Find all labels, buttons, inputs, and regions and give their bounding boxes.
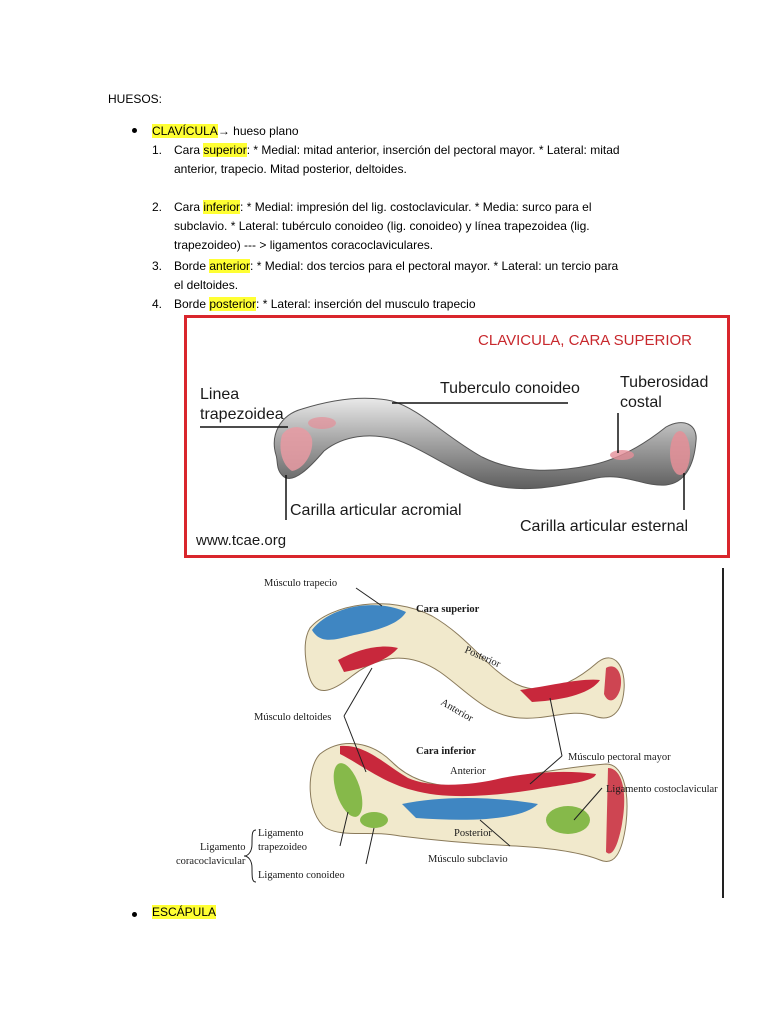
leader-line <box>479 819 511 847</box>
website-label: www.tcae.org <box>195 532 286 549</box>
item-3-line-1: Borde anterior: * Medial: dos tercios pa… <box>174 258 618 274</box>
trapezoid-ligament-area <box>333 763 363 817</box>
label-posterior-bottom: Posterior <box>454 828 492 839</box>
label-tuberculo-conoideo: Tuberculo conoideo <box>440 380 580 397</box>
item-2-line-1: Cara inferior: * Medial: impresión del l… <box>174 199 592 215</box>
pectoral-insertion-lower <box>340 745 596 797</box>
end-surface-lower <box>606 768 625 854</box>
label-anterior-top: Anterior <box>439 697 476 725</box>
label-ligamento-trapezoideo-2: trapezoideo <box>258 842 307 853</box>
label-musculo-trapecio: Músculo trapecio <box>264 578 337 589</box>
pectoral-insertion-upper <box>520 679 600 702</box>
bullet-escapula <box>132 912 137 917</box>
text-segment: trapezoideo) --- > ligamentos coracoclav… <box>174 238 434 252</box>
section-heading: HUESOS: <box>108 92 163 106</box>
text-segment: : * Lateral: inserción del musculo trape… <box>256 297 476 311</box>
leader-line <box>573 787 603 821</box>
conoid-ligament-area <box>360 812 388 828</box>
trapezoid-line-mark <box>308 417 336 429</box>
escapula-title: ESCÁPULA <box>152 904 217 920</box>
item-3-line-2: el deltoides. <box>174 277 238 293</box>
label-ligamento-coracoclavicular-1: Ligamento <box>200 842 246 853</box>
item-1-line-2: anterior, trapecio. Mitad posterior, del… <box>174 161 407 177</box>
leader-line <box>549 697 563 757</box>
trapecio-insertion <box>312 605 406 640</box>
highlight-superior: superior <box>203 143 247 157</box>
item-number: 3. <box>152 259 163 273</box>
text-segment: : * Medial: dos tercios para el pectoral… <box>250 259 619 273</box>
label-ligamento-trapezoideo-1: Ligamento <box>258 828 304 839</box>
sternal-surface <box>670 431 690 475</box>
label-esternal: Carilla articular esternal <box>520 518 688 535</box>
label-tuberosidad: Tuberosidad <box>620 374 708 391</box>
clavicula-suffix: hueso plano <box>229 124 299 138</box>
text-segment: Borde <box>174 297 210 311</box>
leader-line <box>343 667 373 717</box>
item-number: 2. <box>152 200 163 214</box>
text-segment: : * Medial: mitad anterior, inserción de… <box>246 143 620 157</box>
item-2-line-3: trapezoideo) --- > ligamentos coracoclav… <box>174 237 433 253</box>
label-ligamento-coracoclavicular-2: coracoclavicular <box>176 856 246 867</box>
highlight-inferior: inferior <box>203 200 241 214</box>
figure-title: CLAVICULA, CARA SUPERIOR <box>478 332 692 349</box>
label-ligamento-costoclavicular: Ligamento costoclavicular <box>606 784 718 795</box>
label-musculo-pectoral: Músculo pectoral mayor <box>568 752 671 763</box>
end-surface-upper <box>604 666 622 701</box>
arrow-icon: → <box>217 124 230 138</box>
leader-line <box>355 587 383 607</box>
label-linea: Linea <box>200 386 239 403</box>
label-trapezoidea: trapezoidea <box>200 406 284 423</box>
text-segment: : * Medial: impresión del lig. costoclav… <box>240 200 592 214</box>
leader-line <box>529 755 563 785</box>
label-cara-superior: Cara superior <box>416 604 480 615</box>
costal-tuberosity-mark <box>610 450 634 460</box>
bullet-clavicula <box>132 128 137 133</box>
label-costal: costal <box>620 394 662 411</box>
clavicula-title-line: CLAVÍCULA→ hueso plano <box>152 123 299 139</box>
item-2-line-2: subclavio. * Lateral: tubérculo conoideo… <box>174 218 590 234</box>
highlight-posterior: posterior <box>209 297 257 311</box>
label-anterior-bottom: Anterior <box>450 766 486 777</box>
clavicula-title: CLAVÍCULA <box>152 124 218 138</box>
text-segment: Borde <box>174 259 210 273</box>
text-segment: el deltoides. <box>174 278 239 292</box>
label-musculo-deltoides: Músculo deltoides <box>254 712 331 723</box>
text-segment: anterior, trapecio. Mitad posterior, del… <box>174 162 407 176</box>
text-segment: Cara <box>174 143 204 157</box>
subclavio-groove <box>402 798 538 820</box>
label-cara-inferior: Cara inferior <box>416 746 476 757</box>
highlight-anterior: anterior <box>209 259 251 273</box>
deltoides-insertion <box>338 646 398 672</box>
clavicle-muscle-figure: Músculo trapecio Cara superior Posterior… <box>176 568 724 898</box>
leader-line <box>365 827 375 865</box>
label-musculo-subclavio: Músculo subclavio <box>428 854 508 865</box>
escapula-highlight: ESCÁPULA <box>152 905 217 919</box>
item-1-line-1: Cara superior: * Medial: mitad anterior,… <box>174 142 620 158</box>
item-4-line-1: Borde posterior: * Lateral: inserción de… <box>174 296 476 312</box>
bracket-icon <box>243 829 257 883</box>
costoclavicular-ligament-area <box>546 806 590 834</box>
item-number: 4. <box>152 297 163 311</box>
acromial-surface <box>280 427 313 471</box>
leader-line <box>343 715 367 773</box>
text-segment: Cara <box>174 200 204 214</box>
item-number: 1. <box>152 143 163 157</box>
label-ligamento-conoideo: Ligamento conoideo <box>258 870 345 881</box>
clavicle-superior-figure: CLAVICULA, CARA SUPERIOR Linea trapezoid… <box>184 315 730 558</box>
text-segment: subclavio. * Lateral: tubérculo conoideo… <box>174 219 590 233</box>
label-acromial: Carilla articular acromial <box>290 502 462 519</box>
leader-line <box>339 811 349 847</box>
